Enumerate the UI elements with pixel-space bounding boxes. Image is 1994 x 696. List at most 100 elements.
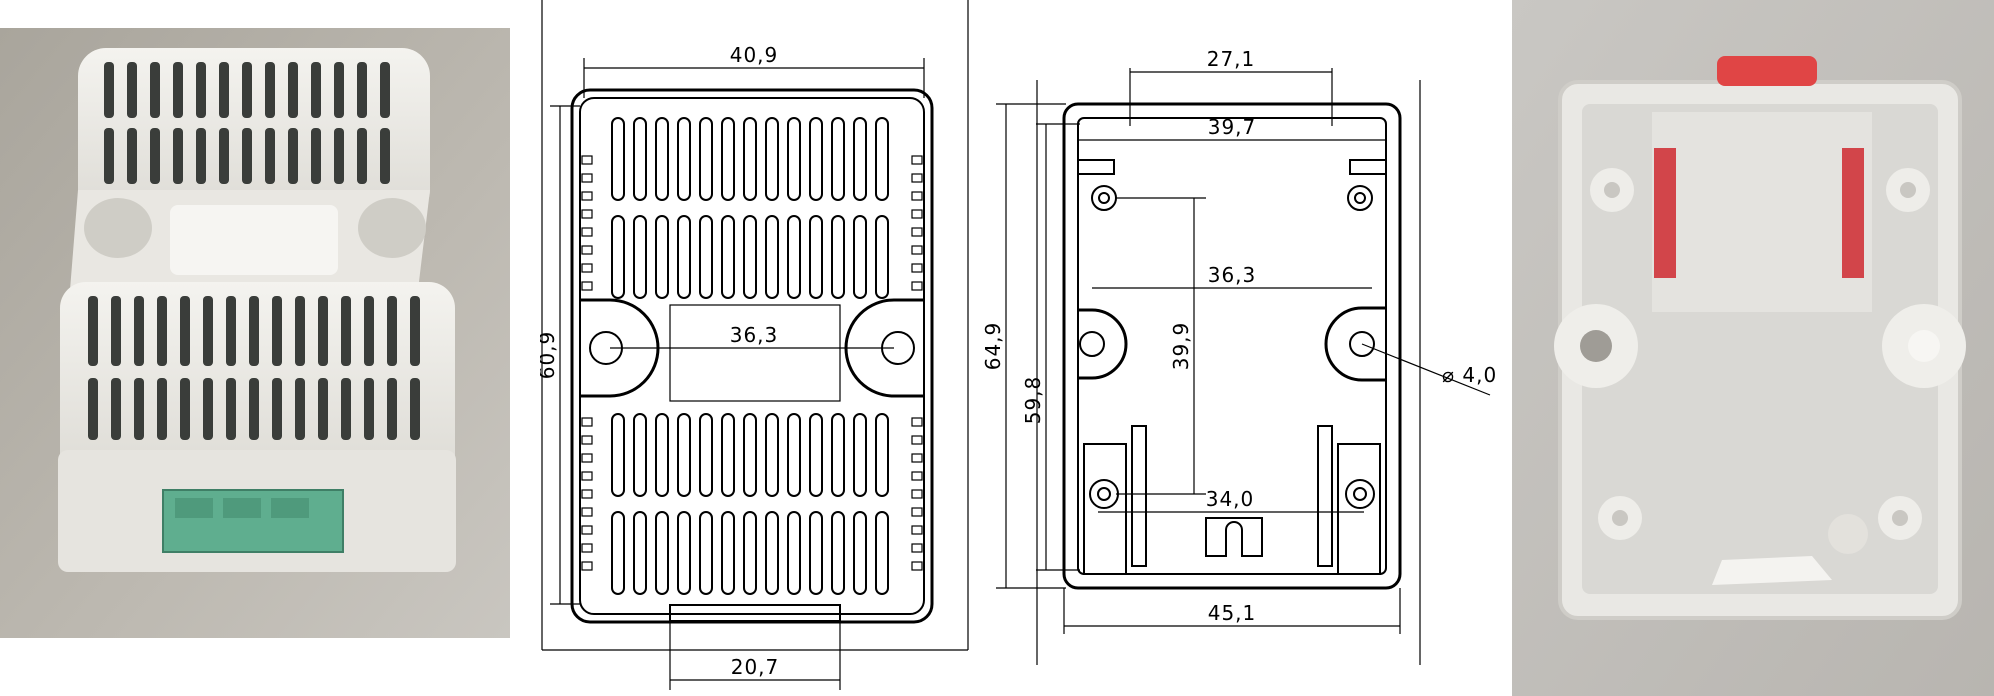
photo-vent-slot [242,62,252,118]
photo-vent-slot [318,378,328,440]
side-notch [911,227,923,237]
vent-slot [831,117,845,201]
vent-slot [875,117,889,201]
side-notch [581,173,593,183]
photo-vent-slot [203,378,213,440]
dim-center-label: 36,3 [730,323,779,347]
hole-bottom-left [1089,479,1119,509]
dim-width-outer-label: 45,1 [1208,601,1257,625]
side-notch [911,525,923,535]
photo-vent-slot [311,128,321,184]
photo-vent-slot [272,378,282,440]
photo-vent-slot [265,128,275,184]
enclosure-outline [570,88,934,624]
photo-vent-slot [364,296,374,366]
photo-vent-slot [157,296,167,366]
side-notch [581,417,593,427]
photo-vent-slot [134,378,144,440]
side-notch [581,543,593,553]
vent-slot [611,413,625,497]
vent-slot [743,215,757,299]
photo-vent-slot [295,378,305,440]
photo-vent-slot [410,296,420,366]
side-notch [581,561,593,571]
photo-vent-slot [111,296,121,366]
photo-vent-slot [88,378,98,440]
hole-bottom-right [1345,479,1375,509]
side-notch [911,507,923,517]
photo-vent-slot [364,378,374,440]
photo-vent-slot [334,62,344,118]
vent-slot [721,215,735,299]
enclosure-photo-graphic [0,28,510,638]
vent-slot [809,215,823,299]
photo-vent-slot [180,378,190,440]
photo-vent-slot [88,296,98,366]
photo-vent-slot [380,128,390,184]
dim-height-outer-label: 64,9 [981,322,1005,371]
vent-slot [875,413,889,497]
vent-slot [655,215,669,299]
bottom-clip [1205,517,1263,557]
vent-slot [787,413,801,497]
side-notch [911,453,923,463]
vent-slot [655,117,669,201]
photo-vent-slot [150,128,160,184]
vent-slot [655,413,669,497]
dim-vertical-label: 39,9 [1169,322,1193,371]
photo-vent-slot [288,128,298,184]
side-notch [581,453,593,463]
back-view-drawing: 27,1 39,7 36,3 39,9 64,9 59,8 34,0 45,1 … [980,0,1520,696]
photo-vent-slot [295,296,305,366]
photo-vent-slot [357,62,367,118]
vent-slot [853,215,867,299]
dim-bottom-holes-label: 34,0 [1206,487,1255,511]
side-notch [911,471,923,481]
photo-vent-slot [203,296,213,366]
dim-holes-label: 36,3 [1208,263,1257,287]
side-notch [911,263,923,273]
vent-slot [655,511,669,595]
side-notch [581,245,593,255]
photo-vent-slot [104,128,114,184]
side-notch [581,525,593,535]
dim-width-label: 40,9 [730,43,779,67]
vent-slot [743,117,757,201]
side-notch [581,489,593,499]
dim-height-inner-label: 59,8 [1021,376,1045,425]
vent-slot [677,215,691,299]
vent-slot [721,117,735,201]
vent-slot [699,117,713,201]
vent-slot [611,511,625,595]
vent-slot [743,413,757,497]
photo-vent-slot [387,378,397,440]
vent-slot [853,413,867,497]
vent-slot [721,413,735,497]
side-notch [911,435,923,445]
photo-vent-slot [196,128,206,184]
dim-height-label: 60,9 [540,331,559,380]
side-notch [911,173,923,183]
front-view-drawing: 40,9 60,9 36,3 20,7 [540,0,970,696]
side-notch [911,543,923,553]
photo-vent-slot [127,62,137,118]
vent-slot [787,215,801,299]
photo-vent-slot [334,128,344,184]
right-boss [1324,306,1386,382]
photo-vent-slot [219,128,229,184]
side-notch [581,435,593,445]
vent-slot [831,215,845,299]
vent-slot [677,117,691,201]
photo-vent-slot [341,296,351,366]
photo-vent-slot [196,62,206,118]
side-notch [911,417,923,427]
photo-vent-slot [318,296,328,366]
label-area [669,304,841,402]
dim-top-label: 27,1 [1207,47,1256,71]
vent-slot [875,215,889,299]
photo-vent-slot [341,378,351,440]
photo-vent-slot [311,62,321,118]
vent-slot [677,511,691,595]
photo-vent-slot [150,62,160,118]
photo-vent-slot [157,378,167,440]
